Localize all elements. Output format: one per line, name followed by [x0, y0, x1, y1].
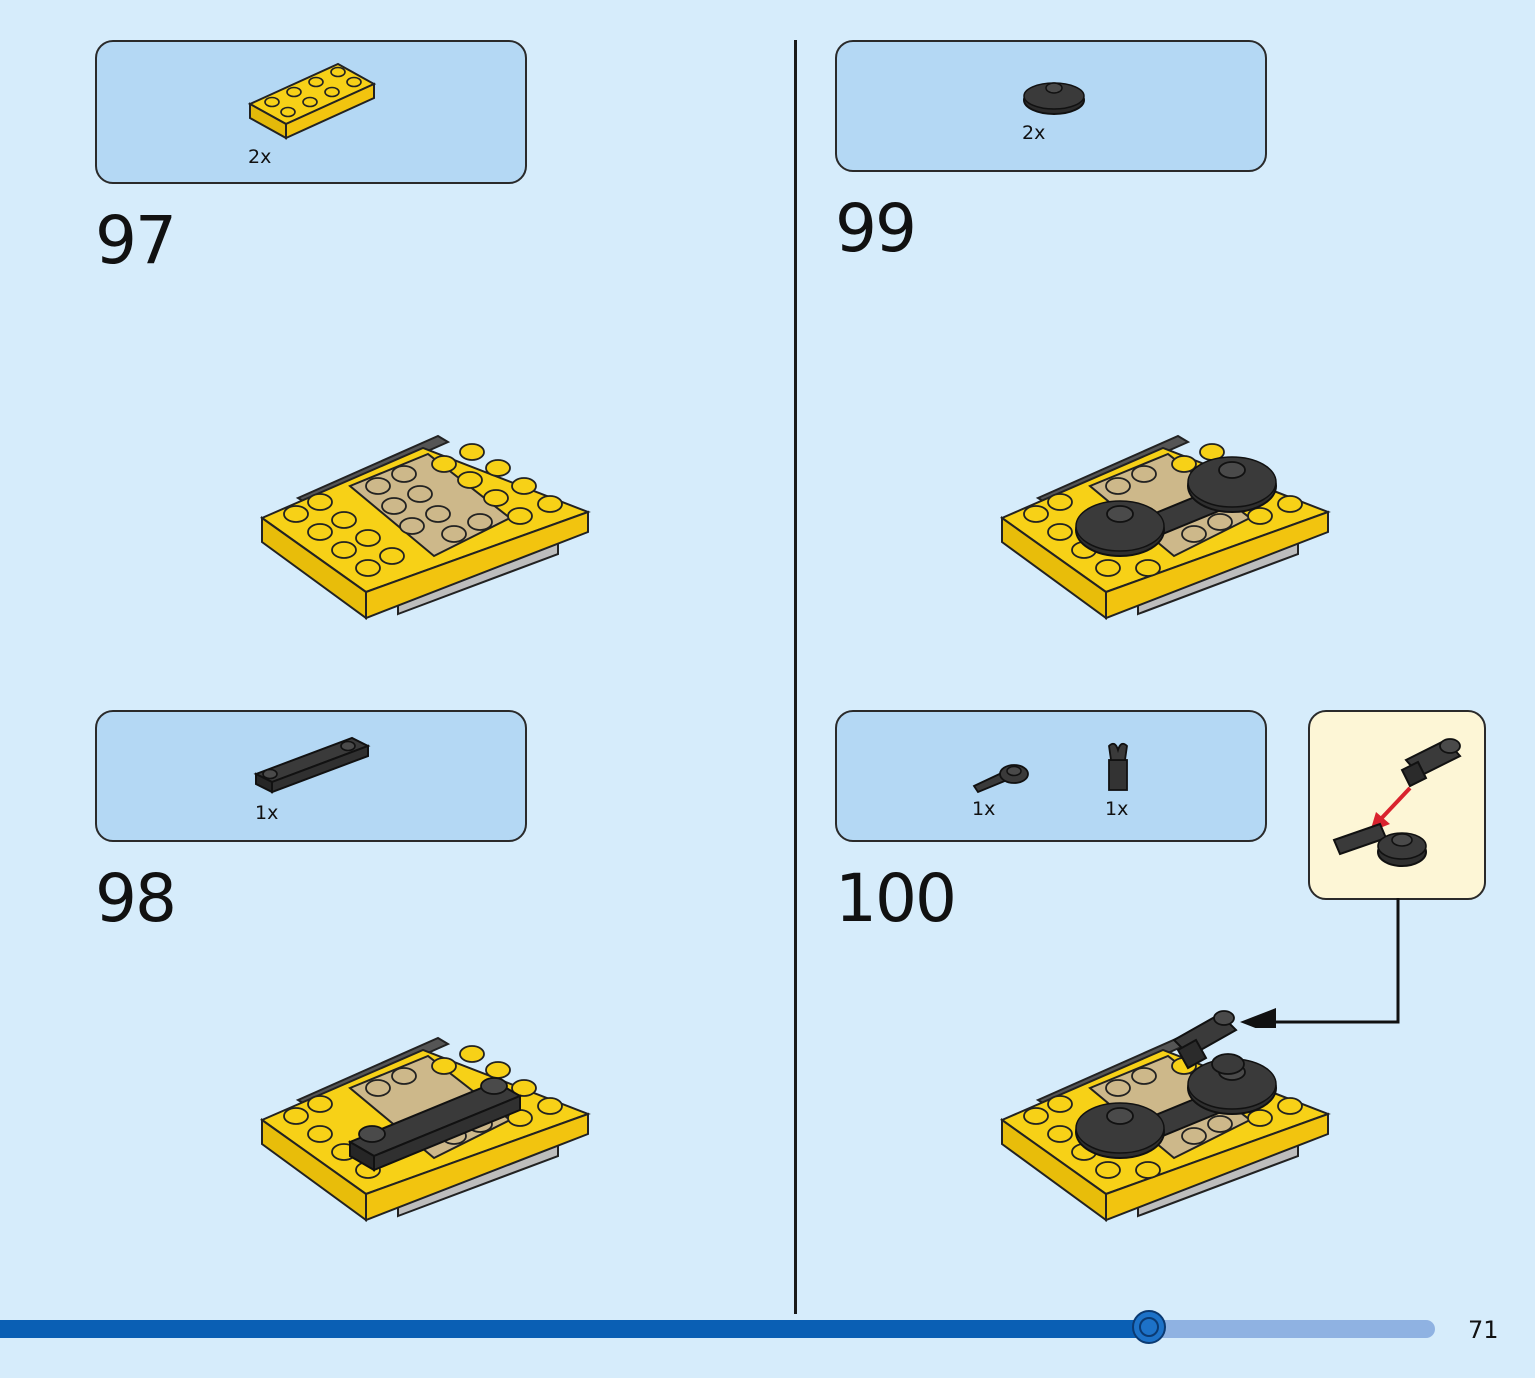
step-number-100: 100: [835, 860, 957, 937]
callout-sub-assembly: [1308, 710, 1486, 900]
black-bar-with-ring-icon: [972, 764, 1029, 794]
progress-fill: [0, 1320, 1149, 1338]
model-step-99: [999, 434, 1331, 620]
callout-arrow: [1240, 898, 1400, 1028]
progress-bar: [0, 1310, 1435, 1344]
black-round-dish-icon: [1023, 82, 1085, 115]
part-qty: 2x: [248, 146, 272, 168]
black-1x4-plate-icon: [253, 736, 371, 794]
sub-assembly-illustration: [1332, 738, 1462, 867]
page-number: 71: [1468, 1316, 1499, 1344]
page-divider: [794, 40, 797, 1314]
model-step-97: [259, 434, 591, 620]
step-number-98: 98: [95, 860, 177, 937]
yellow-2x4-plate-icon: [247, 62, 377, 140]
part-qty: 1x: [255, 802, 279, 824]
parts-box-step-98: 1x: [95, 710, 527, 842]
step-number-99: 99: [835, 190, 917, 267]
model-step-98: [259, 1036, 591, 1222]
part-qty: 1x: [1105, 798, 1129, 820]
step-number-97: 97: [95, 202, 177, 279]
part-qty: 1x: [972, 798, 996, 820]
part-qty: 2x: [1022, 122, 1046, 144]
black-clip-icon: [1108, 742, 1128, 791]
progress-marker: [1132, 1310, 1166, 1344]
parts-box-step-100: 1x 1x: [835, 710, 1267, 842]
model-step-100: [999, 1010, 1331, 1222]
parts-box-step-99: 2x: [835, 40, 1267, 172]
parts-box-step-97: 2x: [95, 40, 527, 184]
